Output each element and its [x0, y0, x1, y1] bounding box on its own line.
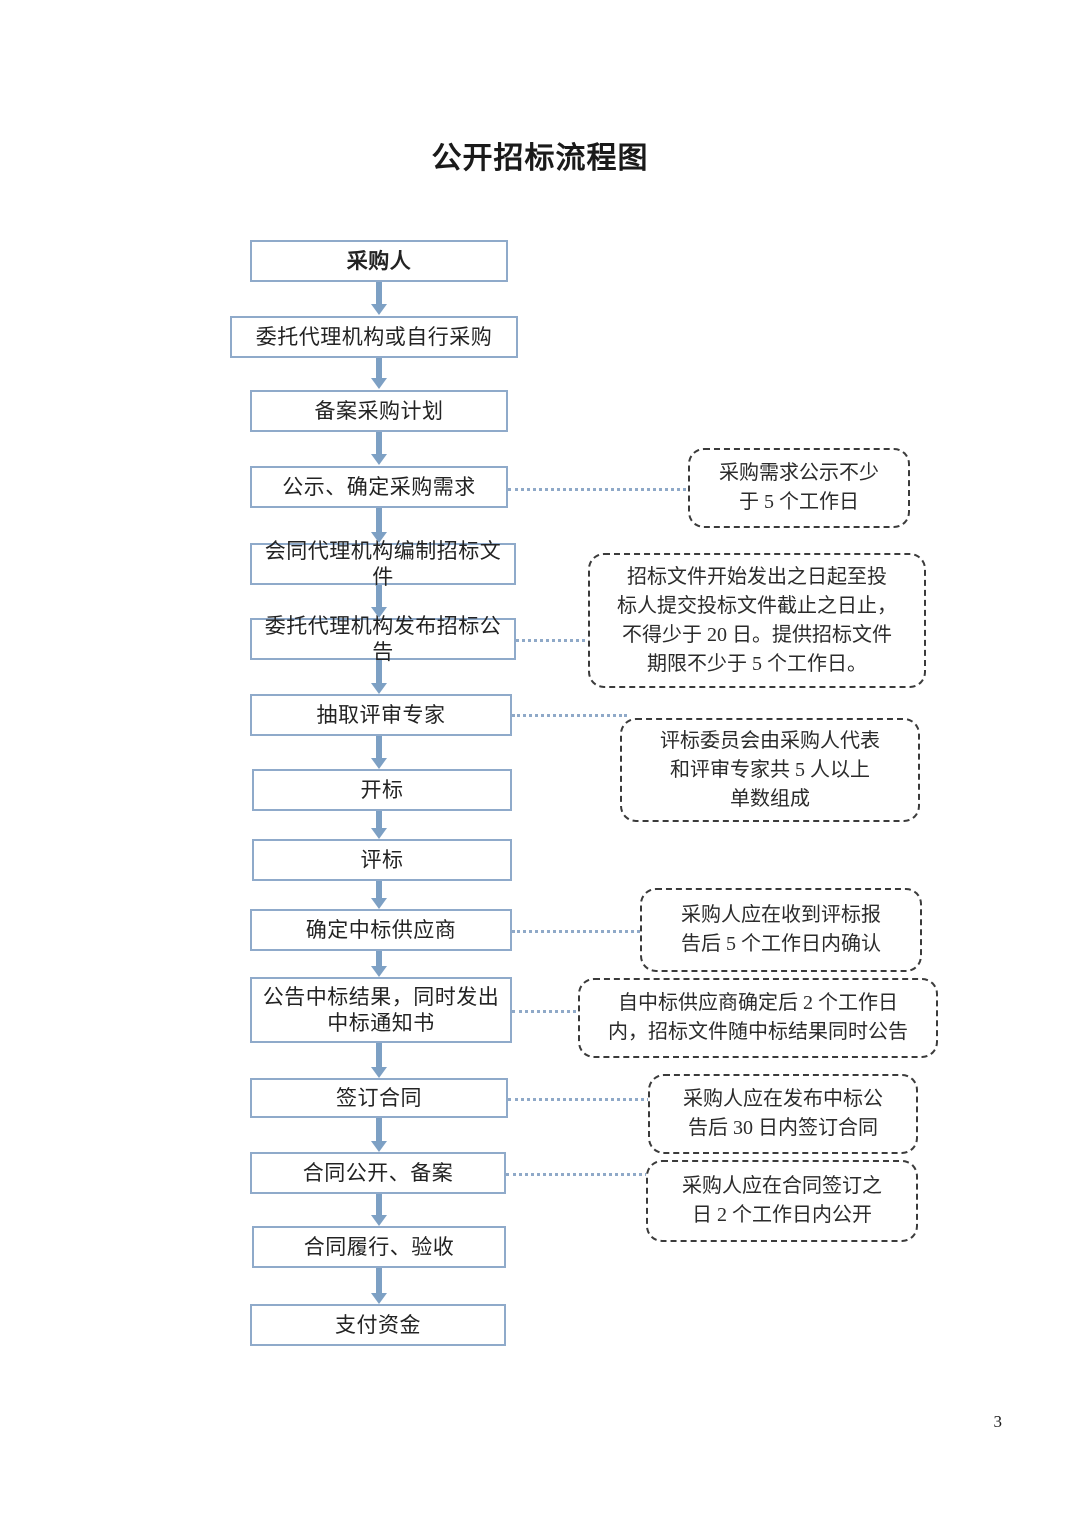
flow-step-label: 备案采购计划	[314, 398, 444, 423]
callout-text: 采购需求公示不少 于 5 个工作日	[719, 462, 879, 513]
flow-arrow-head-1	[371, 304, 387, 315]
flow-arrow-9	[376, 881, 382, 898]
flow-step-label: 开标	[360, 777, 404, 802]
callout-text: 自中标供应商确定后 2 个工作日 内，招标文件随中标结果同时公告	[608, 992, 908, 1043]
callout-text: 评标委员会由采购人代表 和评审专家共 5 人以上 单数组成	[660, 729, 880, 810]
page-title: 公开招标流程图	[431, 142, 649, 175]
leader-line-note-1	[508, 488, 698, 491]
flow-step-announce-result[interactable]: 公告中标结果，同时发出 中标通知书	[250, 977, 512, 1043]
flow-step-label: 签订合同	[336, 1085, 422, 1110]
flow-arrow-10	[376, 951, 382, 966]
flow-arrow-head-7	[371, 758, 387, 769]
flow-step-label: 合同公开、备案	[302, 1160, 454, 1185]
flow-step-file-plan[interactable]: 备案采购计划	[250, 390, 508, 432]
flow-arrow-head-4	[371, 532, 387, 543]
flow-arrow-3	[376, 432, 382, 454]
flow-arrow-5	[376, 585, 382, 607]
callout-note-4: 采购人应在收到评标报 告后 5 个工作日内确认	[640, 888, 922, 972]
flow-step-payment[interactable]: 支付资金	[250, 1304, 506, 1346]
flow-arrow-2	[376, 358, 382, 378]
callout-text: 采购人应在合同签订之 日 2 个工作日内公开	[682, 1175, 882, 1226]
flow-arrow-head-12	[371, 1141, 387, 1152]
flow-step-contract-disclosure[interactable]: 合同公开、备案	[250, 1152, 506, 1194]
callout-note-2: 招标文件开始发出之日起至投 标人提交投标文件截止之日止， 不得少于 20 日。提…	[588, 553, 926, 688]
flow-arrow-1	[376, 282, 382, 304]
page-number: 3	[993, 1412, 1003, 1431]
leader-line-note-6	[508, 1098, 650, 1101]
flow-arrow-head-3	[371, 454, 387, 465]
flow-arrow-head-8	[371, 828, 387, 839]
flow-step-label: 公告中标结果，同时发出 中标通知书	[262, 984, 500, 1035]
flow-step-label: 支付资金	[335, 1312, 421, 1337]
callout-note-7: 采购人应在合同签订之 日 2 个工作日内公开	[646, 1160, 918, 1242]
flow-arrow-12	[376, 1118, 382, 1141]
flow-step-contract-performance[interactable]: 合同履行、验收	[252, 1226, 506, 1268]
flow-arrow-6	[376, 660, 382, 683]
callout-text: 采购人应在发布中标公 告后 30 日内签订合同	[683, 1088, 883, 1139]
flow-arrow-7	[376, 736, 382, 758]
flow-step-publicize-requirements[interactable]: 公示、确定采购需求	[250, 466, 508, 508]
flow-step-label: 确定中标供应商	[305, 917, 457, 942]
flow-step-label: 评标	[360, 847, 404, 872]
callout-note-3: 评标委员会由采购人代表 和评审专家共 5 人以上 单数组成	[620, 718, 920, 822]
flow-arrow-head-6	[371, 683, 387, 694]
flow-step-bid-evaluation[interactable]: 评标	[252, 839, 512, 881]
leader-line-note-7	[506, 1173, 648, 1176]
flow-arrow-head-2	[371, 378, 387, 389]
flow-arrow-head-10	[371, 966, 387, 977]
flow-step-label: 委托代理机构或自行采购	[255, 324, 493, 349]
flow-step-determine-winner[interactable]: 确定中标供应商	[250, 909, 512, 951]
leader-line-note-5	[512, 1010, 582, 1013]
flow-step-purchaser[interactable]: 采购人	[250, 240, 508, 282]
callout-note-5: 自中标供应商确定后 2 个工作日 内，招标文件随中标结果同时公告	[578, 978, 938, 1058]
flow-arrow-head-13	[371, 1215, 387, 1226]
flow-step-sign-contract[interactable]: 签订合同	[250, 1078, 508, 1118]
flow-step-bid-opening[interactable]: 开标	[252, 769, 512, 811]
flow-step-label: 合同履行、验收	[303, 1234, 455, 1259]
flow-arrow-13	[376, 1194, 382, 1215]
flow-arrow-4	[376, 508, 382, 532]
flow-step-label: 委托代理机构发布招标公告	[264, 613, 502, 664]
flow-arrow-head-5	[371, 607, 387, 618]
callout-note-1: 采购需求公示不少 于 5 个工作日	[688, 448, 910, 528]
leader-line-note-3	[512, 714, 627, 717]
callout-text: 采购人应在收到评标报 告后 5 个工作日内确认	[681, 904, 881, 955]
flow-step-label: 采购人	[346, 248, 412, 273]
flow-step-label: 会同代理机构编制招标文件	[264, 538, 502, 589]
flow-arrow-head-9	[371, 898, 387, 909]
leader-line-note-4	[512, 930, 645, 933]
flow-arrow-head-14	[371, 1293, 387, 1304]
flow-step-prepare-bid-documents[interactable]: 会同代理机构编制招标文件	[250, 539, 516, 589]
flow-arrow-8	[376, 811, 382, 828]
leader-line-note-2	[516, 639, 591, 642]
flow-arrow-11	[376, 1043, 382, 1067]
callout-note-6: 采购人应在发布中标公 告后 30 日内签订合同	[648, 1074, 918, 1154]
callout-text: 招标文件开始发出之日起至投 标人提交投标文件截止之日止， 不得少于 20 日。提…	[617, 565, 897, 675]
flow-step-label: 公示、确定采购需求	[282, 474, 476, 499]
flow-step-label: 抽取评审专家	[316, 702, 446, 727]
flow-step-publish-bid-notice[interactable]: 委托代理机构发布招标公告	[250, 614, 516, 664]
flow-arrow-head-11	[371, 1067, 387, 1078]
flow-arrow-14	[376, 1268, 382, 1293]
flow-step-entrust-agency[interactable]: 委托代理机构或自行采购	[230, 316, 518, 358]
flow-step-select-experts[interactable]: 抽取评审专家	[250, 694, 512, 736]
